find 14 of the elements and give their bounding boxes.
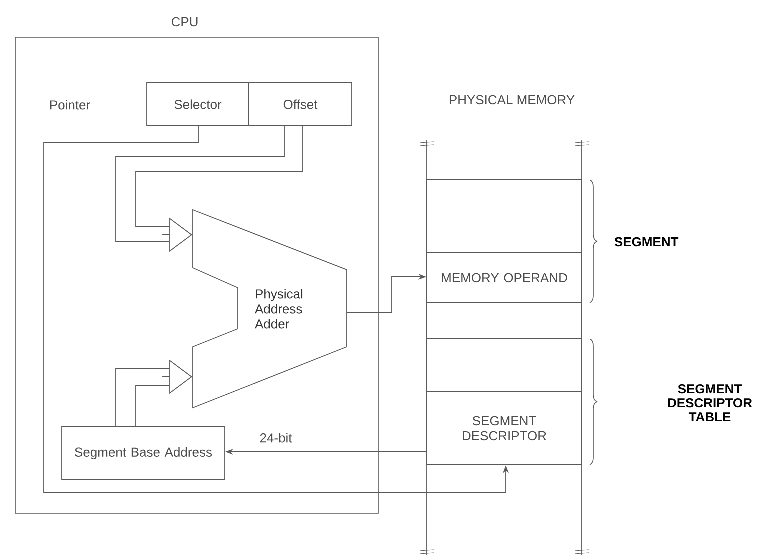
bracket-label: SEGMENT <box>614 237 679 247</box>
pointer-label: Pointer <box>50 100 90 110</box>
selector-field: Selector <box>146 82 250 126</box>
edge-label: 24-bit <box>258 432 294 444</box>
memory-cell: SEGMENT DESCRIPTOR <box>426 392 582 466</box>
bracket-label: SEGMENT DESCRIPTOR TABLE <box>668 384 752 422</box>
memory-cell: MEMORY OPERAND <box>426 252 582 304</box>
offset-field: Offset <box>248 82 352 126</box>
box-heading: CPU <box>172 17 198 27</box>
memory-cell <box>426 180 582 254</box>
column-heading: PHYSICAL MEMORY <box>450 95 575 105</box>
register-box: Segment Base Address <box>62 426 226 480</box>
memory-cell <box>426 302 582 340</box>
memory-cell <box>426 338 582 392</box>
